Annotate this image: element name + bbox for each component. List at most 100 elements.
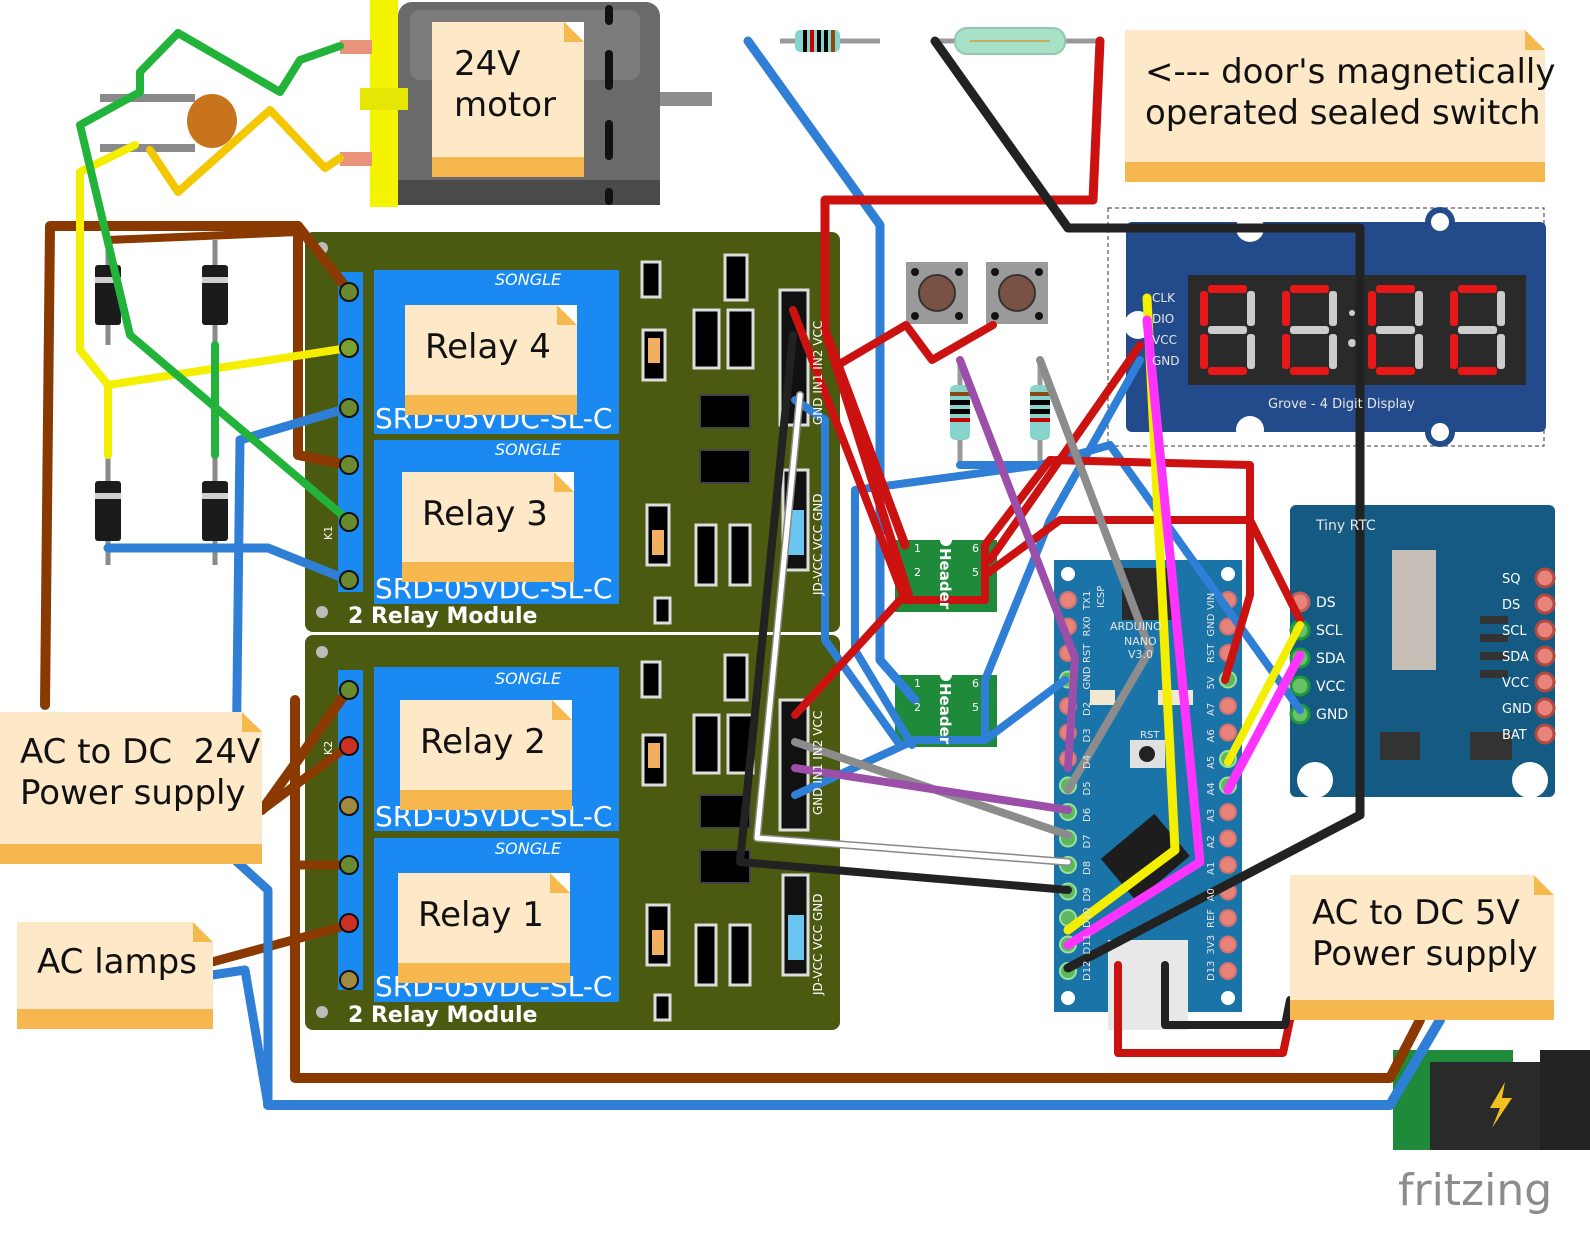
5v-power-supply-module[interactable] <box>1393 1050 1590 1150</box>
note-reed-switch[interactable]: <--- door's magnetically operated sealed… <box>1125 30 1556 182</box>
wire-brown[interactable] <box>40 221 353 710</box>
reed-pullup-resistor[interactable] <box>780 30 880 52</box>
wire-green[interactable] <box>76 29 352 524</box>
relay-screw-terminal[interactable] <box>339 913 359 933</box>
nano-pin-label: D8 <box>1082 861 1093 875</box>
control-header-label: GND IN1 IN2 VCC <box>811 321 825 425</box>
wire-red[interactable] <box>789 306 997 604</box>
note-relay-3[interactable]: Relay 3 <box>402 472 574 582</box>
optocoupler-board-2[interactable] <box>895 669 997 747</box>
relay-screw-terminal[interactable] <box>339 855 359 875</box>
nano-pin[interactable] <box>1219 935 1237 954</box>
wire-black[interactable] <box>930 36 1365 973</box>
relay-screw-terminal[interactable] <box>339 736 359 756</box>
display-segment <box>1497 334 1505 369</box>
display-pin-label: DIO <box>1152 312 1174 326</box>
display-segment <box>1497 291 1505 326</box>
power-lightning-icon <box>1490 1082 1512 1128</box>
rtc-pin[interactable] <box>1534 697 1556 719</box>
note-relay-1[interactable]: Relay 1 <box>398 873 570 983</box>
note-relay-4[interactable]: Relay 4 <box>405 305 577 415</box>
wire-yellow-motor[interactable] <box>146 106 344 196</box>
display-segment <box>1458 326 1497 334</box>
note-motor[interactable]: 24V motor <box>432 22 584 177</box>
display-segment <box>1290 367 1329 375</box>
wire-brown[interactable] <box>293 221 353 470</box>
nano-pin[interactable] <box>1219 803 1237 821</box>
note-psu-5v[interactable]: AC to DC 5V Power supply <box>1290 875 1554 1020</box>
note-psu-24v[interactable]: AC to DC 24V Power supply <box>0 712 262 864</box>
relay-screw-terminal[interactable] <box>339 970 359 990</box>
wire-magenta[interactable] <box>1063 315 1305 950</box>
jumper-cap[interactable] <box>788 915 804 960</box>
wire-yellow[interactable] <box>1063 293 1180 935</box>
rtc-pin-label: SQ <box>1502 572 1520 587</box>
motor-terminal-top[interactable] <box>340 40 372 54</box>
note-psu-5v-text: AC to DC 5V Power supply <box>1312 893 1538 974</box>
relay-k1-label: K1 <box>322 526 335 540</box>
diode[interactable] <box>202 240 228 345</box>
nano-pin[interactable] <box>1059 591 1077 609</box>
pulldown-resistor-2[interactable] <box>1030 360 1050 465</box>
wire-blue[interactable] <box>743 36 920 705</box>
reed-switch[interactable] <box>935 27 1100 55</box>
relay-screw-terminal[interactable] <box>339 398 359 418</box>
nano-pin[interactable] <box>1219 962 1237 980</box>
rtc-pin[interactable] <box>1534 671 1556 693</box>
display-segment <box>1282 334 1290 369</box>
nano-pin[interactable] <box>1219 909 1237 927</box>
motor-terminal-bottom[interactable] <box>340 152 372 166</box>
relay-screw-terminal[interactable] <box>339 282 359 302</box>
relay-screw-terminal[interactable] <box>339 512 359 532</box>
push-button-2[interactable] <box>986 262 1048 324</box>
relay-screw-terminal[interactable] <box>339 680 359 700</box>
nano-pin-label: D13 <box>1206 961 1217 981</box>
push-button-1[interactable] <box>906 262 968 324</box>
nano-pin[interactable] <box>1219 697 1237 715</box>
wire-black[interactable] <box>1161 961 1294 1029</box>
screw-terminal-strip <box>338 670 363 990</box>
rtc-pin[interactable] <box>1534 567 1556 589</box>
note-ac-lamps[interactable]: AC lamps <box>17 922 213 1029</box>
display-segment <box>1450 291 1458 326</box>
nano-pin-label: A6 <box>1206 729 1217 742</box>
wire-blue[interactable] <box>103 543 353 585</box>
wire-blue[interactable] <box>263 1015 1445 1110</box>
relay-screw-terminal[interactable] <box>339 455 359 475</box>
wire-red[interactable] <box>1114 961 1294 1057</box>
rtc-pin[interactable] <box>1534 723 1556 745</box>
wire-yellow[interactable] <box>76 141 1304 766</box>
wire-brown[interactable] <box>104 228 302 244</box>
note-reed-switch-text: <--- door's magnetically operated sealed… <box>1145 52 1556 133</box>
nano-pin[interactable] <box>1219 723 1237 742</box>
rtc-pin[interactable] <box>1534 619 1556 641</box>
wire-white[interactable] <box>754 392 1071 865</box>
rtc-pin[interactable] <box>1289 675 1311 697</box>
rtc-pin-label: SDA <box>1502 650 1529 665</box>
jumper-cap[interactable] <box>788 510 804 555</box>
wire-brown[interactable] <box>257 685 1425 1083</box>
relay-screw-terminal[interactable] <box>339 796 359 816</box>
wire-black[interactable] <box>736 331 1072 894</box>
rtc-pin[interactable] <box>1534 593 1556 615</box>
opto-label: Header <box>936 548 954 610</box>
rtc-pin[interactable] <box>1534 645 1556 667</box>
note-relay-2[interactable]: Relay 2 <box>400 700 572 810</box>
nano-pin[interactable] <box>1219 856 1237 874</box>
relay-brand: SONGLE <box>495 270 562 289</box>
rtc-pin-label: DS <box>1502 598 1520 613</box>
relay-screw-terminal[interactable] <box>339 338 359 358</box>
wire-purple[interactable] <box>791 356 1079 814</box>
opto-pin-label: 5 <box>972 566 979 579</box>
display-segment <box>1415 334 1423 369</box>
nano-pin-label: D11 <box>1082 934 1093 954</box>
nano-pin-label: 5V <box>1206 676 1217 689</box>
wire-blue[interactable] <box>207 965 273 1110</box>
pulldown-resistor-1[interactable] <box>950 360 970 465</box>
nano-pin-label: TX1 <box>1082 591 1093 611</box>
relay-screw-terminal[interactable] <box>339 570 359 590</box>
nano-pin-label: D7 <box>1082 834 1093 848</box>
nano-pin[interactable] <box>1219 829 1237 848</box>
